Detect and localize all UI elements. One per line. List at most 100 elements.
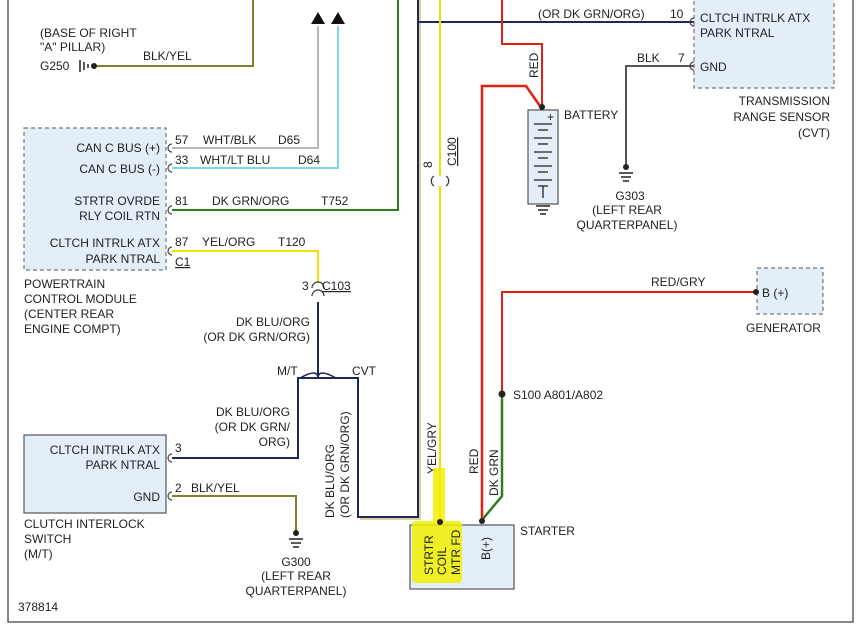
clutch-gnd-wire: BLK/YEL	[191, 481, 240, 495]
wire-g250-blk-yel	[96, 0, 254, 67]
battery-wire: RED	[527, 52, 541, 78]
g303-loc-2: QUARTERPANEL)	[577, 218, 678, 232]
starter-b-plus: B(+)	[479, 537, 493, 560]
wire-red-battery	[501, 0, 543, 106]
arrow-up-icon	[331, 12, 345, 24]
splice-junction	[299, 372, 337, 379]
starter-b-dot	[479, 518, 485, 524]
c100-pin: 8	[421, 161, 435, 168]
wire-wht-blk	[172, 26, 319, 149]
trs-label-1: CLTCH INTRLK ATX	[700, 11, 810, 25]
trs-blk-wire: BLK	[637, 51, 660, 65]
wire-clutch-gnd	[172, 495, 297, 532]
starter-pin-1: STRTR	[422, 535, 436, 575]
trs-pin-connectors	[689, 17, 695, 71]
wire-cvt-tracer	[360, 0, 421, 520]
trs-name-3: (CVT)	[798, 126, 830, 140]
trs-pin-7: 7	[678, 51, 685, 65]
ground-symbol-g303	[619, 172, 633, 182]
cvt-wire-1: DK BLU/ORG	[323, 444, 337, 518]
clutch-label-2: PARK NTRAL	[86, 458, 161, 472]
splice-mt: M/T	[277, 364, 298, 378]
c103-connector	[311, 281, 325, 297]
pcm-wire2-color: WHT/LT BLU	[200, 153, 270, 167]
clutch-wire-1: DK BLU/ORG	[216, 405, 290, 419]
clutch-switch-box	[23, 434, 167, 514]
s100-dot	[498, 390, 506, 398]
pcm-pin-81: 81	[175, 194, 189, 208]
pcm-pin-33: 33	[175, 153, 189, 167]
wire-red-starter	[480, 84, 542, 520]
pcm-wire4-circuit: T120	[278, 235, 306, 249]
pcm-wire4-color: YEL/ORG	[202, 235, 255, 249]
pcm-pin4-label-1: CLTCH INTRLK ATX	[50, 236, 160, 250]
wire-yel-org	[172, 250, 319, 282]
wire-wht-lt-blu	[172, 26, 339, 169]
pcm-connector: C1	[175, 255, 191, 269]
pcm-pin3-label-2: RLY COIL RTN	[79, 209, 160, 223]
wire-red-gry	[501, 291, 756, 394]
g303-loc-1: (LEFT REAR	[592, 203, 662, 217]
pcm-pin2-label: CAN C BUS (-)	[79, 162, 160, 176]
g300-loc-1: (LEFT REAR	[261, 569, 331, 583]
starter-name: STARTER	[520, 524, 575, 538]
s100-label: S100 A801/A802	[513, 388, 603, 402]
trs-name-1: TRANSMISSION	[739, 94, 830, 108]
g303-id: G303	[615, 189, 645, 203]
pcm-pin4-label-2: PARK NTRAL	[86, 252, 161, 266]
clutch-name-2: SWITCH	[24, 532, 71, 546]
ground-symbol-g250	[79, 60, 89, 72]
clutch-pin-2: 2	[175, 481, 182, 495]
wire-dk-grn	[481, 394, 504, 521]
highlight-marker	[412, 468, 462, 583]
wire-trs-blk	[625, 65, 694, 166]
g250-id: G250	[40, 59, 70, 73]
c100-connector	[430, 175, 450, 187]
wire-cvt-branch	[318, 0, 419, 518]
pcm-wire1-circuit: D65	[278, 133, 300, 147]
starter-red-label: RED	[467, 448, 481, 474]
clutch-name-1: CLUTCH INTERLOCK	[24, 517, 145, 531]
g300-dot	[293, 530, 299, 536]
clutch-pin-connectors	[167, 453, 173, 501]
g303-dot	[623, 164, 629, 170]
trs-box	[693, 0, 835, 89]
battery-dot	[539, 104, 545, 110]
cvt-wire-2: (OR DK GRN/ORG)	[338, 411, 352, 518]
pcm-pin-87: 87	[175, 235, 189, 249]
generator-wire: RED/GRY	[651, 275, 705, 289]
pcm-name-4: ENGINE COMPT)	[24, 322, 121, 336]
generator-name: GENERATOR	[746, 321, 821, 335]
pcm-name-3: (CENTER REAR	[24, 307, 114, 321]
generator-box	[756, 267, 824, 315]
clutch-gnd: GND	[133, 490, 160, 504]
pcm-wire3-color: DK GRN/ORG	[212, 194, 289, 208]
ground-symbol-battery	[536, 205, 550, 215]
pcm-pin-connectors	[167, 143, 173, 256]
pcm-wire1-color: WHT/BLK	[203, 133, 256, 147]
arrow-up-icon	[311, 12, 325, 24]
pcm-pin1-label: CAN C BUS (+)	[76, 141, 160, 155]
generator-dot	[753, 289, 759, 295]
pcm-wire3-circuit: T752	[321, 194, 349, 208]
pcm-box	[23, 127, 167, 271]
clutch-wire-3: ORG)	[259, 435, 290, 449]
yel-gry-label: YEL/GRY	[425, 422, 439, 474]
pcm-wire2-circuit: D64	[298, 153, 320, 167]
g300-id: G300	[281, 555, 311, 569]
trs-name-2: RANGE SENSOR	[733, 110, 830, 124]
splice-cvt: CVT	[352, 364, 377, 378]
ground-symbol-g300	[289, 538, 303, 548]
battery-label: BATTERY	[564, 108, 618, 122]
wire-mt-branch	[172, 377, 318, 459]
clutch-label-1: CLTCH INTRLK ATX	[50, 443, 160, 457]
pcm-name-1: POWERTRAIN	[24, 277, 105, 291]
c103-wire-2: (OR DK GRN/ORG)	[203, 330, 310, 344]
starter-pin-3: MTR FD	[449, 529, 463, 575]
diagram-id: 378814	[18, 600, 58, 614]
g250-label-2: "A" PILLAR)	[40, 40, 105, 54]
trs-label-2: PARK NTRAL	[700, 26, 775, 40]
starter-dk-grn-label: DK GRN	[487, 449, 501, 496]
trs-top-wire: (OR DK GRN/ORG)	[538, 7, 645, 21]
